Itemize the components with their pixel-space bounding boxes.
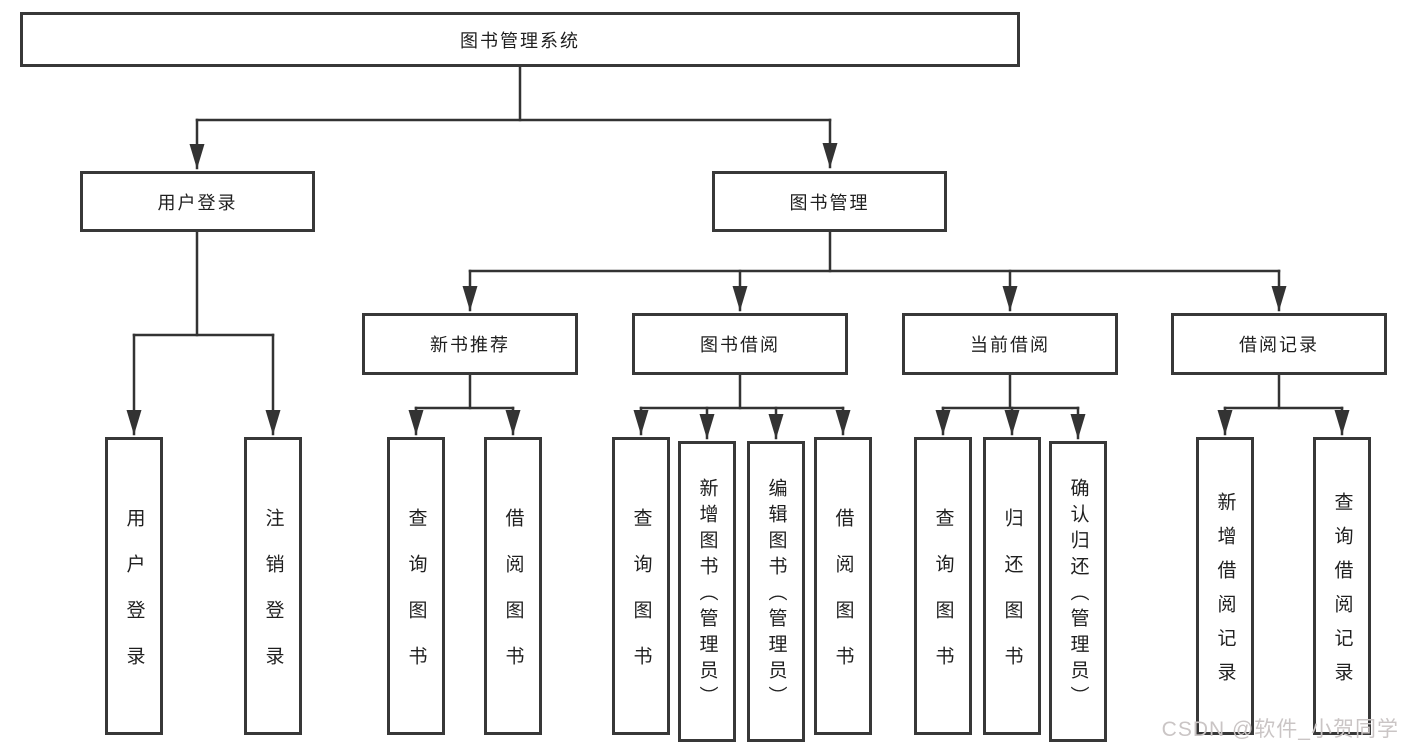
node-label: 图书管理 (789, 192, 870, 213)
node-current-borrow: 当前借阅 (902, 313, 1118, 375)
node-library-management-system: 图书管理系统 (20, 12, 1020, 67)
leaf-edit-books-admin: 编辑图书（管理员） (747, 441, 805, 742)
node-new-book-recommend: 新书推荐 (362, 313, 578, 375)
leaf-logout: 注销登录 (244, 437, 302, 735)
node-label: 借阅图书 (502, 507, 524, 692)
leaf-borrow-books: 借阅图书 (814, 437, 872, 735)
csdn-watermark: CSDN @软件_小贺同学 (1161, 718, 1399, 741)
node-label: 用户登录 (157, 192, 238, 213)
node-label: 查询图书 (405, 507, 427, 692)
node-label: 编辑图书（管理员） (765, 478, 787, 712)
node-label: 借阅记录 (1239, 335, 1319, 355)
leaf-query-books: 查询图书 (914, 437, 972, 735)
node-user-login-group: 用户登录 (80, 171, 315, 232)
node-label: 查询图书 (630, 507, 652, 692)
node-label: 新书推荐 (430, 335, 510, 355)
node-label: 当前借阅 (970, 335, 1050, 355)
node-label: 查询借阅记录 (1331, 491, 1353, 696)
node-borrow-records: 借阅记录 (1171, 313, 1387, 375)
node-label: 确认归还（管理员） (1067, 478, 1089, 712)
node-label: 图书管理系统 (460, 30, 580, 51)
leaf-query-borrow-record: 查询借阅记录 (1313, 437, 1371, 735)
leaf-return-books: 归还图书 (983, 437, 1041, 735)
node-label: 图书借阅 (700, 335, 780, 355)
node-book-management-group: 图书管理 (712, 171, 947, 232)
leaf-user-login: 用户登录 (105, 437, 163, 735)
node-label: 新增图书（管理员） (696, 478, 718, 712)
leaf-add-borrow-record: 新增借阅记录 (1196, 437, 1254, 735)
node-book-borrow: 图书借阅 (632, 313, 848, 375)
node-label: 查询图书 (932, 507, 954, 692)
node-label: 新增借阅记录 (1214, 491, 1236, 696)
leaf-query-books: 查询图书 (387, 437, 445, 735)
leaf-borrow-books: 借阅图书 (484, 437, 542, 735)
leaf-query-books: 查询图书 (612, 437, 670, 735)
leaf-add-books-admin: 新增图书（管理员） (678, 441, 736, 742)
leaf-confirm-return-admin: 确认归还（管理员） (1049, 441, 1107, 742)
node-label: 归还图书 (1001, 507, 1023, 692)
node-label: 借阅图书 (832, 507, 854, 692)
node-label: 用户登录 (123, 507, 145, 692)
node-label: 注销登录 (262, 507, 284, 692)
